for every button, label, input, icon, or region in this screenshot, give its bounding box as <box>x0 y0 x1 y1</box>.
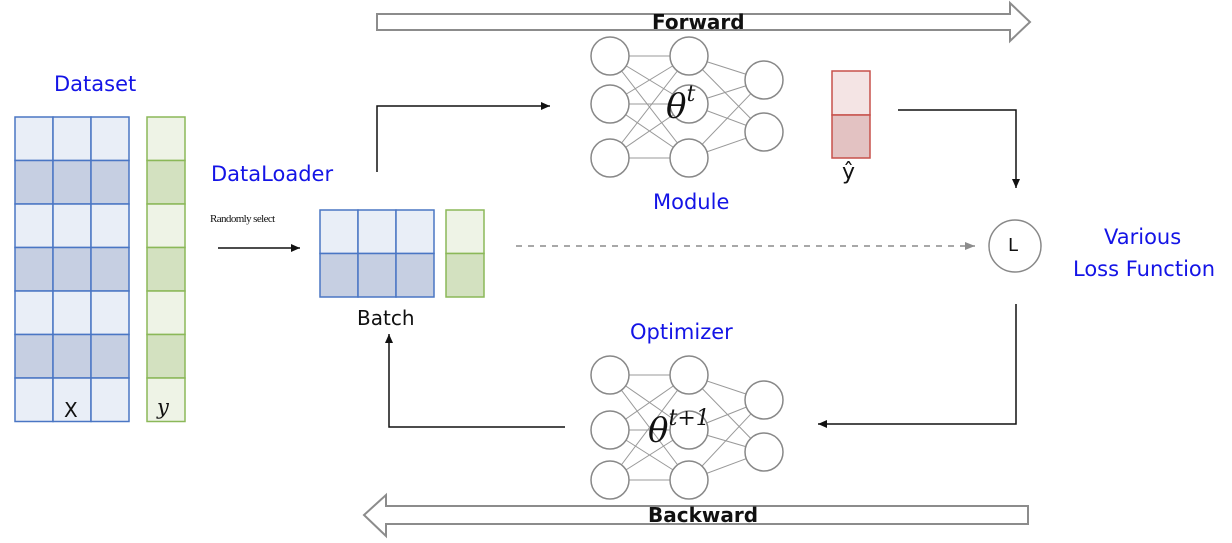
batch-cell <box>357 209 397 255</box>
batch-label-cell <box>445 252 485 298</box>
optimizer-title: Optimizer <box>630 320 733 344</box>
x-matrix-label: X <box>64 398 78 422</box>
batch-cell <box>395 209 435 255</box>
dataset-cell <box>90 290 130 336</box>
y-column-label: y <box>157 395 169 419</box>
network-node <box>590 84 630 124</box>
forward-arrow <box>376 0 1032 44</box>
network-node <box>744 380 784 420</box>
loss-function-line1: Various <box>1104 225 1182 249</box>
prediction-box <box>831 70 871 159</box>
dataset-label-cell <box>146 159 186 205</box>
batch-title: Batch <box>357 306 415 330</box>
dataset-cell <box>52 246 92 292</box>
network-node <box>590 410 630 450</box>
theta-t-label: θt <box>666 82 695 127</box>
dataloader-title: DataLoader <box>211 162 334 186</box>
batch-cell <box>357 252 397 298</box>
dataset-label-cell <box>146 333 186 379</box>
theta-t1-base: θ <box>648 410 669 451</box>
batch-cell <box>319 209 359 255</box>
network-node <box>744 432 784 472</box>
network-node <box>590 355 630 395</box>
dataset-label-cell <box>146 116 186 162</box>
module-network <box>590 36 784 178</box>
network-node <box>590 460 630 500</box>
batch-cell <box>319 252 359 298</box>
network-node <box>590 138 630 178</box>
theta-t-base: θ <box>666 86 687 127</box>
dataset-cell <box>14 333 54 379</box>
network-node <box>669 138 709 178</box>
loss-node-label: L <box>1008 235 1019 256</box>
theta-t-superscript: t <box>686 82 696 107</box>
dataset-label-cell <box>146 246 186 292</box>
dataset-label-cell <box>146 290 186 336</box>
dataset-cell <box>52 159 92 205</box>
dataset-cell <box>14 290 54 336</box>
prediction-to-loss-arrow <box>898 109 1020 188</box>
dataset-cell <box>90 203 130 249</box>
dataset-cell <box>14 159 54 205</box>
dataset-cell <box>90 116 130 162</box>
dataset-cell <box>14 116 54 162</box>
network-edge <box>609 55 690 159</box>
dataset-cell <box>52 203 92 249</box>
network-node <box>669 84 709 124</box>
theta-t1-label: θt+1 <box>648 406 710 451</box>
dataset-cell <box>90 246 130 292</box>
network-node <box>669 410 709 450</box>
loss-node <box>988 219 1042 273</box>
backward-arrow <box>362 492 1029 539</box>
network-node <box>590 36 630 76</box>
module-title: Module <box>653 190 730 214</box>
dataset-cell <box>14 203 54 249</box>
backward-label: Backward <box>648 503 759 527</box>
network-node <box>744 60 784 100</box>
dataset-label-column <box>146 116 186 423</box>
batch-feature-matrix <box>319 209 435 298</box>
network-node <box>669 36 709 76</box>
dataset-label-cell <box>146 377 186 423</box>
forward-label: Forward <box>652 10 745 34</box>
optimizer-network <box>590 355 784 500</box>
optimizer-to-batch-arrow <box>385 334 565 428</box>
randomly-select-label: Randomly select <box>210 213 275 225</box>
batch-to-module-arrow <box>376 102 550 172</box>
batch-label-column <box>445 209 485 298</box>
network-edge <box>609 374 690 481</box>
dataset-cell <box>90 333 130 379</box>
network-node <box>669 460 709 500</box>
y-hat-label: ŷ <box>842 160 856 185</box>
network-node <box>744 112 784 152</box>
dataset-cell <box>14 246 54 292</box>
dataset-cell <box>52 290 92 336</box>
dataset-feature-matrix <box>14 116 130 423</box>
dataset-cell <box>90 377 130 423</box>
batch-label-cell <box>445 209 485 255</box>
network-node <box>669 355 709 395</box>
loss-function-line2: Loss Function <box>1073 257 1216 281</box>
batch-cell <box>395 252 435 298</box>
dataset-cell <box>90 159 130 205</box>
dataset-cell <box>52 116 92 162</box>
dataset-title: Dataset <box>54 72 137 96</box>
theta-t1-superscript: t+1 <box>668 406 710 431</box>
dataset-cell <box>52 333 92 379</box>
loss-to-optimizer-arrow <box>818 304 1017 428</box>
dataset-label-cell <box>146 203 186 249</box>
dataset-cell <box>14 377 54 423</box>
